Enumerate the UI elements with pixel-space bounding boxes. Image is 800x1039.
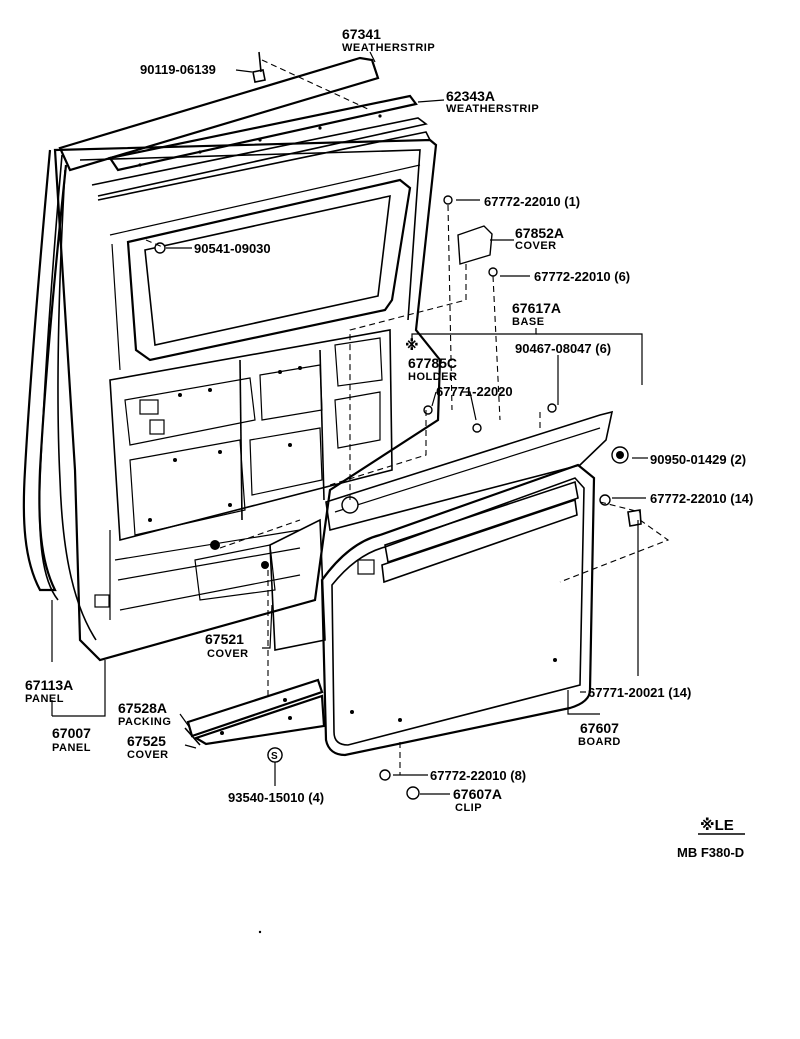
callout-name: PACKING bbox=[118, 716, 171, 728]
callout-name: PANEL bbox=[25, 693, 64, 705]
callout-number: 67528A bbox=[118, 700, 167, 716]
asterisk-mark: ※ bbox=[405, 337, 419, 353]
door-panel-outline bbox=[53, 138, 442, 662]
callout-number: 62343A bbox=[446, 88, 495, 104]
callout-number: 67525 bbox=[127, 733, 166, 749]
callout-name: WEATHERSTRIP bbox=[446, 103, 539, 115]
legend-note: ※LE bbox=[698, 816, 745, 835]
footer: MB F380-D bbox=[677, 845, 744, 860]
leader-lines bbox=[51, 51, 648, 795]
dashed-alignment-lines bbox=[145, 59, 670, 775]
callout-number: 90541-09030 bbox=[194, 241, 271, 256]
callout-number: 67521 bbox=[205, 631, 244, 647]
footer-code: MB F380-D bbox=[677, 845, 744, 860]
s-symbol: S bbox=[271, 751, 278, 762]
callout-number: 67785C bbox=[408, 355, 457, 371]
cover-67521 bbox=[194, 518, 326, 651]
callout-number: 90119-06139 bbox=[140, 62, 216, 77]
callout-labels: 67341 WEATHERSTRIP 90119-06139 62343A WE… bbox=[25, 26, 753, 814]
callout-name: BOARD bbox=[578, 736, 621, 748]
callout-name: HOLDER bbox=[408, 371, 457, 383]
callout-number: 67771-22020 bbox=[436, 384, 513, 399]
callout-name: BASE bbox=[512, 316, 545, 328]
callout-name: COVER bbox=[515, 240, 557, 252]
callout-number: 93540-15010 (4) bbox=[228, 790, 324, 805]
packing-and-cover-strips bbox=[184, 678, 326, 746]
callout-number: 67771-20021 (14) bbox=[588, 685, 691, 700]
callout-number: 67772-22010 (1) bbox=[484, 194, 580, 209]
trim-base-67617A bbox=[325, 410, 614, 531]
callout-number: 67772-22010 (6) bbox=[534, 269, 630, 284]
callout-number: 67607A bbox=[453, 786, 502, 802]
callout-number: 67772-22010 (14) bbox=[650, 491, 753, 506]
callout-name: WEATHERSTRIP bbox=[342, 42, 435, 54]
legend-note-text: ※LE bbox=[700, 816, 734, 834]
callout-number: 67772-22010 (8) bbox=[430, 768, 526, 783]
callout-name: COVER bbox=[127, 749, 169, 761]
callout-number: 90950-01429 (2) bbox=[650, 452, 746, 467]
callout-name: CLIP bbox=[455, 802, 482, 814]
callout-name: PANEL bbox=[52, 742, 91, 754]
window-frame bbox=[109, 164, 421, 371]
door-trim-board-67607 bbox=[320, 463, 596, 757]
door-outer-weatherstrip bbox=[22, 56, 380, 601]
upper-weatherstrip-62343A bbox=[91, 94, 431, 201]
callout-number: 67007 bbox=[52, 725, 91, 741]
callout-number: 67617A bbox=[512, 300, 561, 316]
callout-name: COVER bbox=[207, 648, 249, 660]
callout-number: 67852A bbox=[515, 225, 564, 241]
inner-panel-structure bbox=[94, 329, 393, 620]
cover-67852A bbox=[457, 225, 493, 265]
callout-number: 67607 bbox=[580, 720, 619, 736]
callout-number: 90467-08047 (6) bbox=[515, 341, 611, 356]
callout-number: 67341 bbox=[342, 26, 381, 42]
callout-number: 67113A bbox=[25, 677, 73, 693]
